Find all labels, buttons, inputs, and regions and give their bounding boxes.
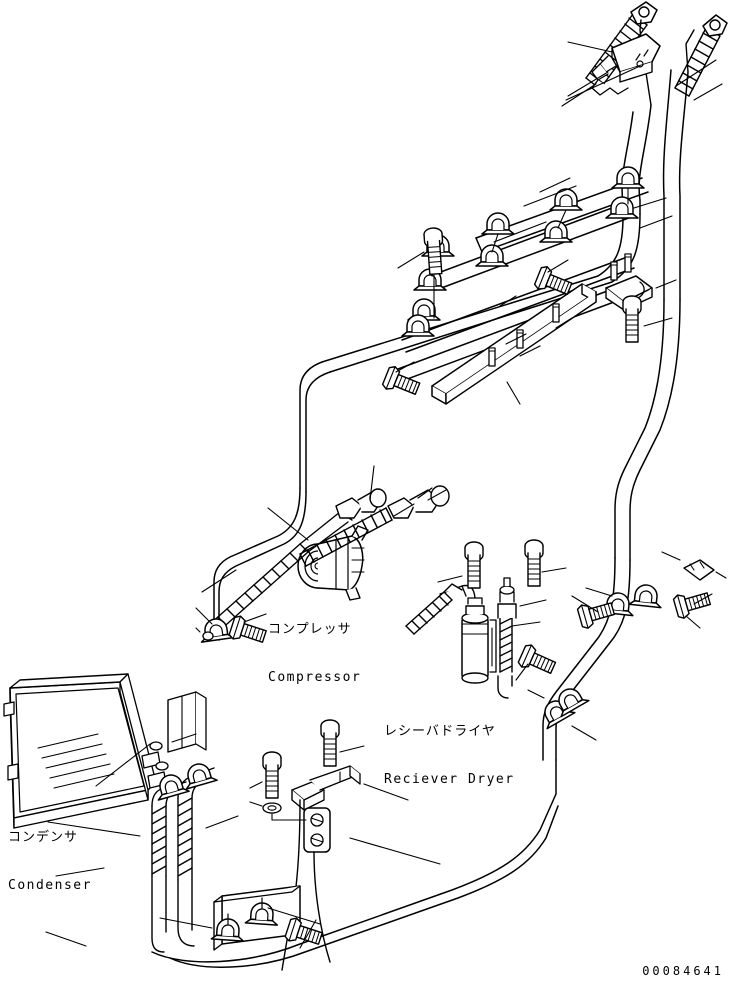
label-reciever-dryer: レシーバドライヤ Reciever Dryer (384, 690, 515, 822)
label-compressor-en: Compressor (268, 670, 362, 686)
label-reciever-dryer-en: Reciever Dryer (384, 772, 515, 788)
label-condenser: コンデンサ Condenser (8, 796, 92, 928)
label-compressor: コンプレッサ Compressor (268, 588, 361, 720)
label-condenser-jp: コンデンサ (8, 829, 79, 845)
label-reciever-dryer-jp: レシーバドライヤ (384, 723, 496, 739)
label-condenser-en: Condenser (8, 878, 92, 894)
drawing-number: 00084641 (642, 964, 724, 978)
label-compressor-jp: コンプレッサ (268, 621, 352, 637)
